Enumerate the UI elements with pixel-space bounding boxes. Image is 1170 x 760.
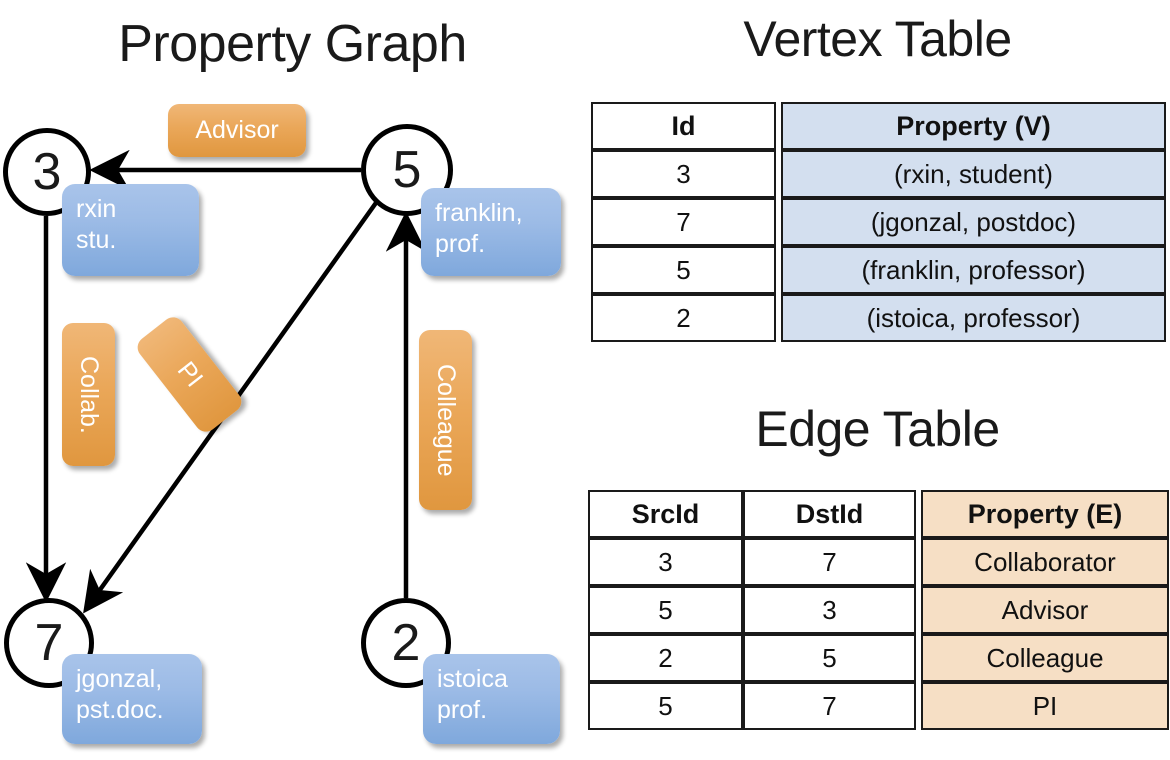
page-title-vertex-table: Vertex Table: [743, 11, 1012, 67]
property-graph-diagram: 3 5 7 2 rxin stu. franklin, prof. jgonza…: [3, 104, 561, 744]
vertex-row-0-id: 3: [591, 150, 776, 198]
vertex-row-0-property: (rxin, student): [781, 150, 1166, 198]
graph-node-7-property-line1: jgonzal,: [76, 665, 163, 693]
graph-node-2-property-line1: istoica: [437, 665, 508, 693]
vertex-table-header-property: Property (V): [781, 102, 1166, 150]
graph-node-7-property-box[interactable]: jgonzal, pst.doc.: [62, 654, 202, 744]
graph-node-5-label: 5: [392, 141, 422, 199]
edge-row-0-property: Collaborator: [921, 538, 1169, 586]
edge-label-collaborator-text: Collab.: [75, 355, 103, 434]
edge-table-header-dstid: DstId: [743, 490, 916, 538]
page-title-edge-table: Edge Table: [755, 401, 1000, 457]
edge-row-2-property: Colleague: [921, 634, 1169, 682]
edge-table: SrcId DstId Property (E) 3 7 Collaborato…: [588, 490, 1169, 730]
edge-row-2-dst: 5: [743, 634, 916, 682]
vertex-row-1-id: 7: [591, 198, 776, 246]
table-row[interactable]: 3 (rxin, student): [591, 150, 1166, 198]
edge-label-colleague[interactable]: Colleague: [419, 330, 472, 510]
vertex-row-2-property: (franklin, professor): [781, 246, 1166, 294]
table-row[interactable]: 5 3 Advisor: [588, 586, 1169, 634]
vertex-table-header-row: Id Property (V): [591, 102, 1166, 150]
graph-node-2[interactable]: 2: [361, 598, 451, 688]
vertex-row-3-id: 2: [591, 294, 776, 342]
graph-node-7-property-line2: pst.doc.: [76, 696, 164, 725]
graph-node-5[interactable]: 5: [361, 124, 453, 216]
graph-node-3-label: 3: [32, 143, 62, 201]
graph-node-2-property-box[interactable]: istoica prof.: [423, 654, 560, 744]
edge-row-0-dst: 7: [743, 538, 916, 586]
vertex-table-wrapper: Id Property (V) 3 (rxin, student) 7 (jgo…: [591, 102, 1166, 342]
vertex-table-header-id: Id: [591, 102, 776, 150]
page-title-property-graph: Property Graph: [118, 15, 467, 73]
edge-label-colleague-text: Colleague: [432, 363, 460, 477]
table-row[interactable]: 5 7 PI: [588, 682, 1169, 730]
edge-label-advisor-text: Advisor: [195, 116, 279, 144]
graph-node-2-property-line2: prof.: [437, 696, 488, 725]
graph-node-7-label: 7: [34, 614, 64, 672]
edge-table-header-row: SrcId DstId Property (E): [588, 490, 1169, 538]
graph-node-5-property-line1: franklin,: [435, 199, 523, 227]
edge-table-wrapper: SrcId DstId Property (E) 3 7 Collaborato…: [588, 490, 1169, 730]
edge-row-3-src: 5: [588, 682, 743, 730]
graph-node-2-label: 2: [391, 614, 421, 672]
vertex-row-1-property: (jgonzal, postdoc): [781, 198, 1166, 246]
graph-node-3-property-line2: stu.: [76, 226, 117, 255]
edge-label-collaborator[interactable]: Collab.: [62, 323, 115, 466]
edge-row-1-src: 5: [588, 586, 743, 634]
vertex-row-3-property: (istoica, professor): [781, 294, 1166, 342]
edge-label-advisor[interactable]: Advisor: [168, 104, 306, 157]
edge-row-3-property: PI: [921, 682, 1169, 730]
edge-row-1-property: Advisor: [921, 586, 1169, 634]
edge-row-1-dst: 3: [743, 586, 916, 634]
graph-node-5-property-box[interactable]: franklin, prof.: [421, 188, 561, 276]
table-row[interactable]: 7 (jgonzal, postdoc): [591, 198, 1166, 246]
table-row[interactable]: 5 (franklin, professor): [591, 246, 1166, 294]
table-row[interactable]: 2 5 Colleague: [588, 634, 1169, 682]
edge-row-2-src: 2: [588, 634, 743, 682]
edge-row-0-src: 3: [588, 538, 743, 586]
table-row[interactable]: 3 7 Collaborator: [588, 538, 1169, 586]
graph-node-5-property-line2: prof.: [435, 230, 486, 259]
graph-node-3-property-box[interactable]: rxin stu.: [62, 184, 199, 276]
vertex-row-2-id: 5: [591, 246, 776, 294]
vertex-table: Id Property (V) 3 (rxin, student) 7 (jgo…: [591, 102, 1166, 342]
edge-label-pi-text: PI: [171, 356, 209, 393]
edge-table-header-srcid: SrcId: [588, 490, 743, 538]
edge-table-header-property: Property (E): [921, 490, 1169, 538]
edge-row-3-dst: 7: [743, 682, 916, 730]
graph-node-3-property-line1: rxin: [76, 195, 117, 223]
table-row[interactable]: 2 (istoica, professor): [591, 294, 1166, 342]
